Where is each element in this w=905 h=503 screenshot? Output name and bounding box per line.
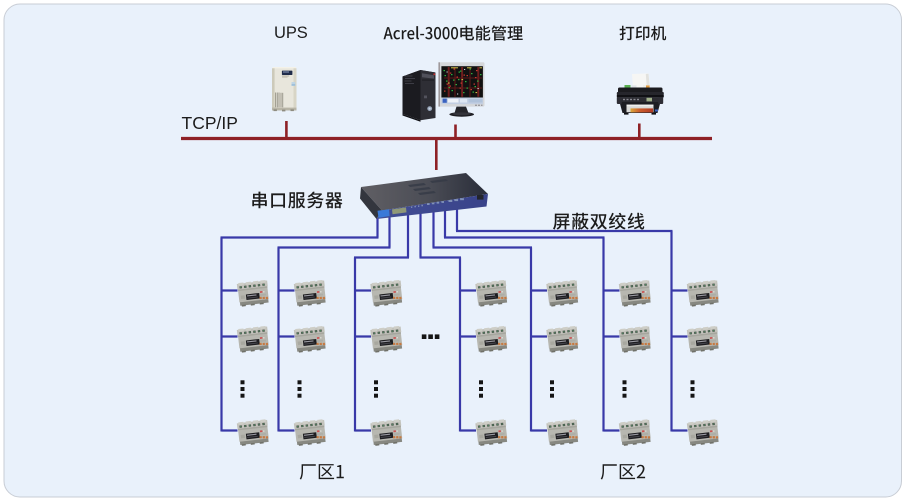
- svg-text:UPS: UPS: [274, 24, 308, 42]
- svg-text:TCP/IP: TCP/IP: [182, 113, 238, 133]
